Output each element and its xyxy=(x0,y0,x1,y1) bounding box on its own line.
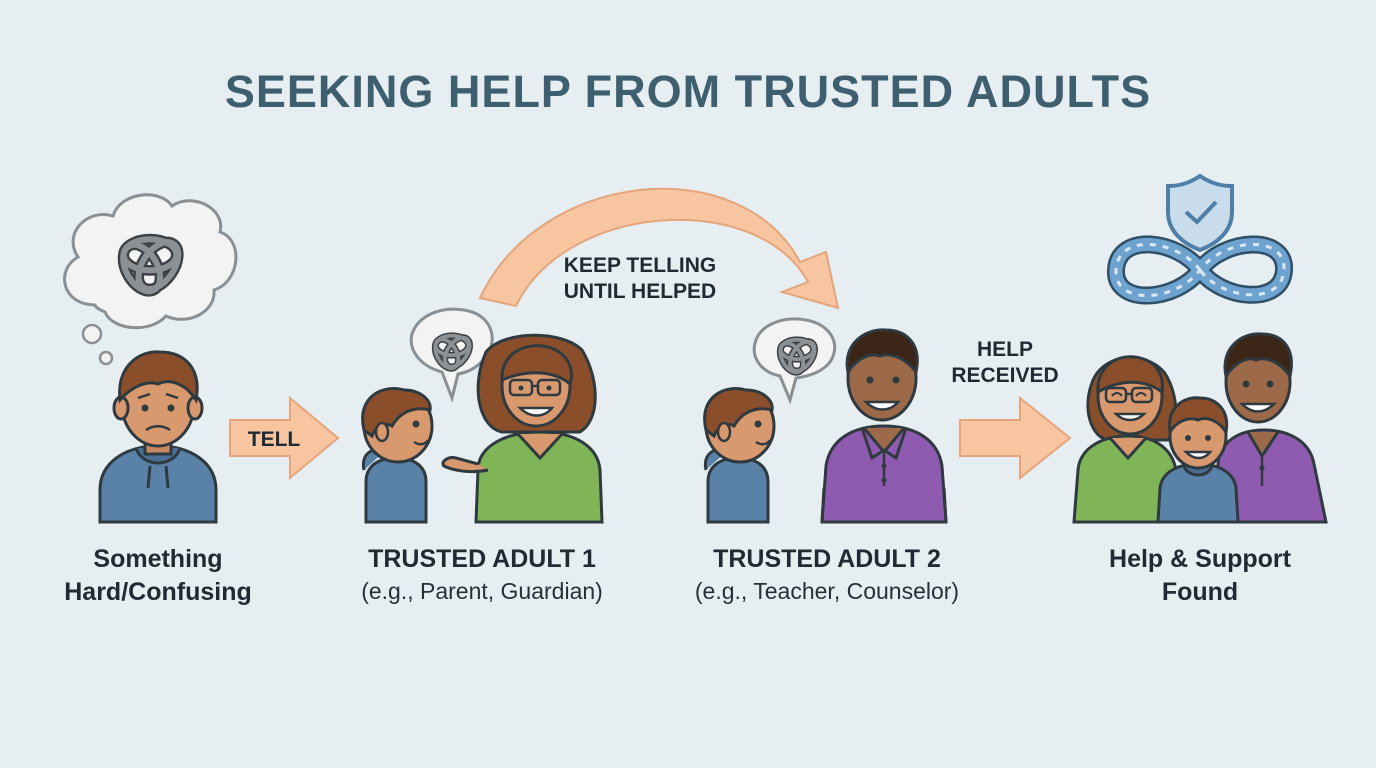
help-received-arrow xyxy=(959,395,1072,481)
worried-child xyxy=(98,350,218,524)
child-talking-1 xyxy=(361,387,434,524)
page-title: SEEKING HELP FROM TRUSTED ADULTS xyxy=(224,66,1152,117)
infinity-rope-icon xyxy=(1107,235,1293,305)
trusted-adult-2 xyxy=(820,328,948,524)
keep-telling-arrow xyxy=(478,187,840,310)
speech-bubble-2 xyxy=(752,317,837,405)
thought-cloud xyxy=(63,193,238,366)
step-1-line-2: Hard/Confusing xyxy=(64,578,252,606)
help-received-line-2: RECEIVED xyxy=(951,364,1059,387)
step-2-caption: TRUSTED ADULT 1 (e.g., Parent, Guardian) xyxy=(322,543,642,606)
help-received-label: HELP RECEIVED xyxy=(930,337,1080,389)
keep-telling-line-1: KEEP TELLING xyxy=(563,254,717,277)
tell-arrow: TELL xyxy=(229,395,340,481)
child-talking-2 xyxy=(703,387,776,524)
step-3-caption: TRUSTED ADULT 2 (e.g., Teacher, Counselo… xyxy=(662,543,992,606)
tell-label: TELL xyxy=(248,428,301,451)
step-3-heading: TRUSTED ADULT 2 xyxy=(713,545,941,573)
step-3-sub: (e.g., Teacher, Counselor) xyxy=(694,578,960,604)
step-1-caption: Something Hard/Confusing xyxy=(38,543,278,609)
keep-telling-line-2: UNTIL HELPED xyxy=(563,280,717,303)
step-2-sub: (e.g., Parent, Guardian) xyxy=(361,578,603,604)
help-received-line-1: HELP xyxy=(976,338,1033,361)
trusted-adult-1 xyxy=(441,333,604,524)
step-4-line-1: Help & Support xyxy=(1109,545,1291,573)
step-2-heading: TRUSTED ADULT 1 xyxy=(368,545,596,573)
speech-bubble-1 xyxy=(409,307,494,403)
keep-telling-label: KEEP TELLING UNTIL HELPED xyxy=(520,253,760,305)
step-4-caption: Help & Support Found xyxy=(1080,543,1320,609)
step-1-line-1: Something xyxy=(93,545,223,573)
family-group xyxy=(1072,332,1328,524)
step-4-line-2: Found xyxy=(1161,578,1239,606)
shield-check-icon xyxy=(1166,173,1234,253)
